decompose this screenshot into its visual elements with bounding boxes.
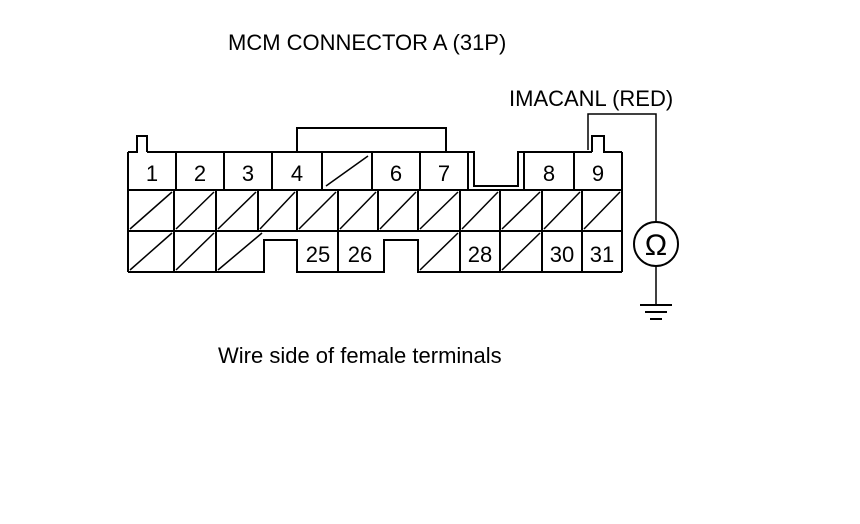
connector-title: MCM CONNECTOR A (31P) <box>228 30 506 55</box>
probe-wire <box>587 113 657 222</box>
ground-icon <box>640 266 672 320</box>
pin-label: 7 <box>438 161 450 186</box>
ohmmeter-icon: Ω <box>633 221 679 267</box>
pin-label: 8 <box>543 161 555 186</box>
ohm-symbol: Ω <box>645 229 667 262</box>
caption: Wire side of female terminals <box>218 343 502 368</box>
pin-label: 3 <box>242 161 254 186</box>
pin-label: 2 <box>194 161 206 186</box>
connector-body <box>127 127 623 273</box>
pin-label: 26 <box>348 242 372 267</box>
bottom-row <box>129 231 583 272</box>
pin-label: 1 <box>146 161 158 186</box>
pin-label-probe: 9 <box>592 161 604 186</box>
pin-label: 4 <box>291 161 303 186</box>
middle-row <box>129 190 621 231</box>
pin-labels: 1 2 3 4 6 7 8 9 25 26 28 30 31 <box>146 161 614 267</box>
pin-label: 28 <box>468 242 492 267</box>
top-row <box>175 152 575 190</box>
blank-cavity <box>325 155 369 187</box>
pin-label: 30 <box>550 242 574 267</box>
wire-label: IMACANL (RED) <box>509 86 673 111</box>
pin-label: 31 <box>590 242 614 267</box>
pin-label: 6 <box>390 161 402 186</box>
pin-label: 25 <box>306 242 330 267</box>
